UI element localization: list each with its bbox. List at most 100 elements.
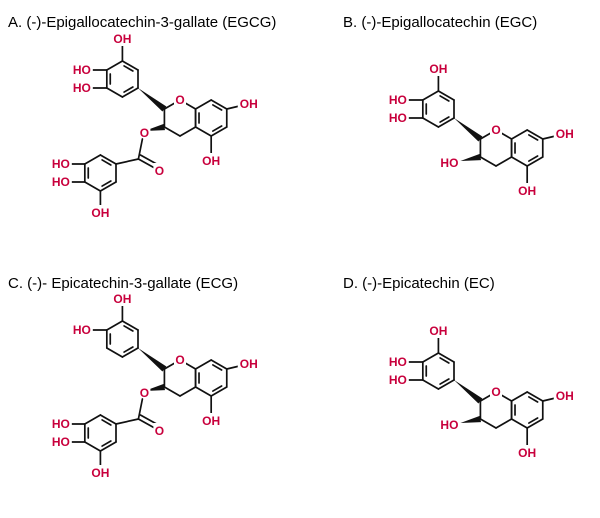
hydroxyl-label-backdrop — [388, 372, 409, 387]
panel-title: A. (-)-Epigallocatechin-3-gallate (EGCG) — [8, 14, 276, 31]
bond — [437, 352, 455, 363]
bond — [101, 180, 112, 187]
panel-title: D. (-)-Epicatechin (EC) — [343, 275, 495, 292]
bond — [528, 134, 539, 141]
bond — [83, 181, 102, 192]
bond — [83, 154, 102, 165]
hydroxyl-label: HO — [389, 355, 407, 369]
bond — [101, 440, 112, 447]
bond — [212, 125, 223, 132]
bond — [437, 117, 455, 128]
bond — [526, 391, 544, 402]
bond — [439, 116, 450, 123]
hydroxyl-label-backdrop — [388, 92, 409, 107]
bond — [123, 325, 134, 332]
hydroxyl-label: HO — [52, 435, 70, 449]
bond — [212, 104, 223, 111]
hydroxyl-label-backdrop — [90, 205, 111, 220]
bond — [194, 126, 213, 137]
hydroxyl-label-backdrop — [112, 291, 133, 306]
hydroxyl-label-backdrop — [201, 153, 222, 168]
bond — [437, 90, 455, 101]
bond — [439, 357, 450, 364]
hydroxyl-label: OH — [91, 466, 109, 480]
hydroxyl-label-backdrop — [51, 174, 72, 189]
panel-title: B. (-)-Epigallocatechin (EGC) — [343, 14, 537, 31]
hydroxyl-label: OH — [113, 292, 131, 306]
bond — [179, 386, 197, 397]
hydroxyl-label-backdrop — [90, 465, 111, 480]
ester-oxygen-label-backdrop — [138, 385, 151, 400]
hydroxyl-label: HO — [389, 93, 407, 107]
bond — [123, 346, 134, 353]
hydroxyl-label: OH — [556, 389, 574, 403]
bond — [526, 156, 544, 167]
hydroxyl-label-backdrop — [553, 388, 574, 403]
hydroxyl-label-backdrop — [553, 126, 574, 141]
hydroxyl-label-backdrop — [517, 183, 538, 198]
bond — [121, 87, 139, 98]
bond — [510, 129, 529, 140]
stereo-wedge-bond — [454, 118, 483, 142]
bond — [479, 418, 497, 429]
bond — [194, 386, 213, 397]
stereo-wedge-bond — [460, 415, 482, 423]
bond — [212, 364, 223, 371]
hydroxyl-label-backdrop — [112, 31, 133, 46]
bond — [105, 60, 124, 71]
hydroxyl-label-backdrop — [72, 80, 93, 95]
hydroxyl-label: HO — [52, 175, 70, 189]
bond — [121, 60, 139, 71]
hydroxyl-label: HO — [73, 63, 91, 77]
bond — [137, 398, 144, 420]
panel-title: C. (-)- Epicatechin-3-gallate (ECG) — [8, 275, 238, 292]
hydroxyl-label: HO — [52, 157, 70, 171]
structure-panel-c: C. (-)- Epicatechin-3-gallate (ECG)OHOHO… — [8, 275, 258, 480]
bond — [194, 359, 213, 370]
hydroxyl-label-backdrop — [237, 96, 258, 111]
carbonyl-oxygen-label: O — [155, 424, 164, 438]
ester-oxygen-label: O — [140, 386, 149, 400]
stereo-wedge-bond — [138, 348, 167, 372]
bond — [123, 86, 134, 93]
bond — [528, 417, 539, 424]
carbonyl-oxygen-label: O — [155, 164, 164, 178]
bond — [105, 87, 124, 98]
hydroxyl-label: HO — [389, 111, 407, 125]
bond — [510, 391, 529, 402]
structure-panel-a: A. (-)-Epigallocatechin-3-gallate (EGCG)… — [8, 14, 276, 220]
hydroxyl-label-backdrop — [51, 416, 72, 431]
bond — [115, 418, 140, 425]
ring-oxygen-label-backdrop — [490, 384, 502, 399]
bond — [179, 126, 197, 137]
carbonyl-oxygen-label-backdrop — [153, 163, 166, 178]
hydroxyl-label: OH — [240, 97, 258, 111]
bond — [137, 138, 144, 160]
ring-oxygen-label: O — [491, 123, 500, 137]
stereo-wedge-bond — [454, 380, 483, 404]
hydroxyl-label: HO — [440, 418, 458, 432]
bond — [123, 65, 134, 72]
bond — [83, 414, 102, 425]
ring-oxygen-label: O — [175, 353, 184, 367]
hydroxyl-label-backdrop — [237, 356, 258, 371]
bond — [194, 99, 213, 110]
hydroxyl-label: OH — [202, 414, 220, 428]
hydroxyl-label: HO — [389, 373, 407, 387]
bond — [99, 414, 117, 425]
ring-oxygen-label: O — [175, 93, 184, 107]
bond — [210, 99, 228, 110]
stereo-wedge-bond — [138, 88, 167, 112]
bond — [101, 419, 112, 426]
bond — [210, 359, 228, 370]
hydroxyl-label: HO — [52, 417, 70, 431]
hydroxyl-label: HO — [73, 81, 91, 95]
bond — [115, 158, 140, 165]
bond — [421, 117, 440, 128]
bond — [105, 347, 124, 358]
bond — [439, 378, 450, 385]
hydroxyl-label-backdrop — [388, 110, 409, 125]
